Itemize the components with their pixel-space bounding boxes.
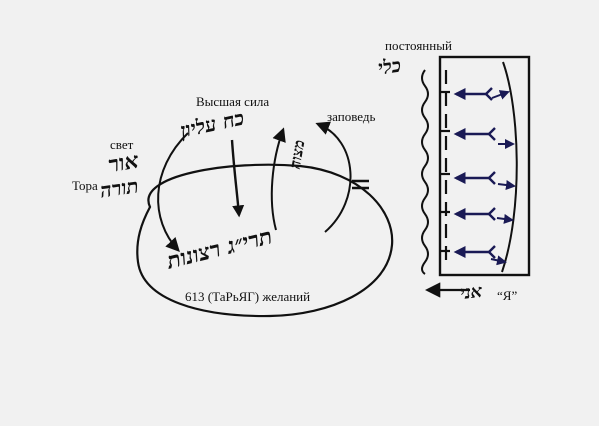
hebrew-ani: אני — [458, 280, 484, 305]
force-down-arrow — [230, 139, 245, 218]
equals-sign — [352, 179, 369, 190]
desires-oval — [136, 163, 394, 318]
hebrew-kli: כלי — [376, 54, 403, 80]
mitzva-up-arrow — [270, 127, 286, 231]
vessel-left-ticks — [441, 70, 450, 268]
vessel-rectangle — [438, 55, 531, 277]
outer-small-arrows — [490, 90, 516, 266]
label-tora: Тора — [72, 178, 98, 193]
label-svet: свет — [110, 137, 134, 152]
label-ya: “Я” — [497, 288, 518, 303]
label-zapoved: заповедь — [327, 109, 376, 124]
constant-wavy-line — [421, 69, 429, 275]
light-torah-arrow — [157, 132, 189, 253]
commandment-arrow-top — [315, 121, 352, 233]
inner-curve — [501, 61, 518, 273]
label-vysshaya-sila: Высшая сила — [196, 94, 270, 109]
label-taryag: 613 (ТаРьЯГ) желаний — [185, 289, 311, 304]
hebrew-torah: תורה — [98, 173, 141, 203]
inner-blue-arrows — [453, 87, 496, 259]
label-postoyanny: постоянный — [385, 38, 452, 53]
